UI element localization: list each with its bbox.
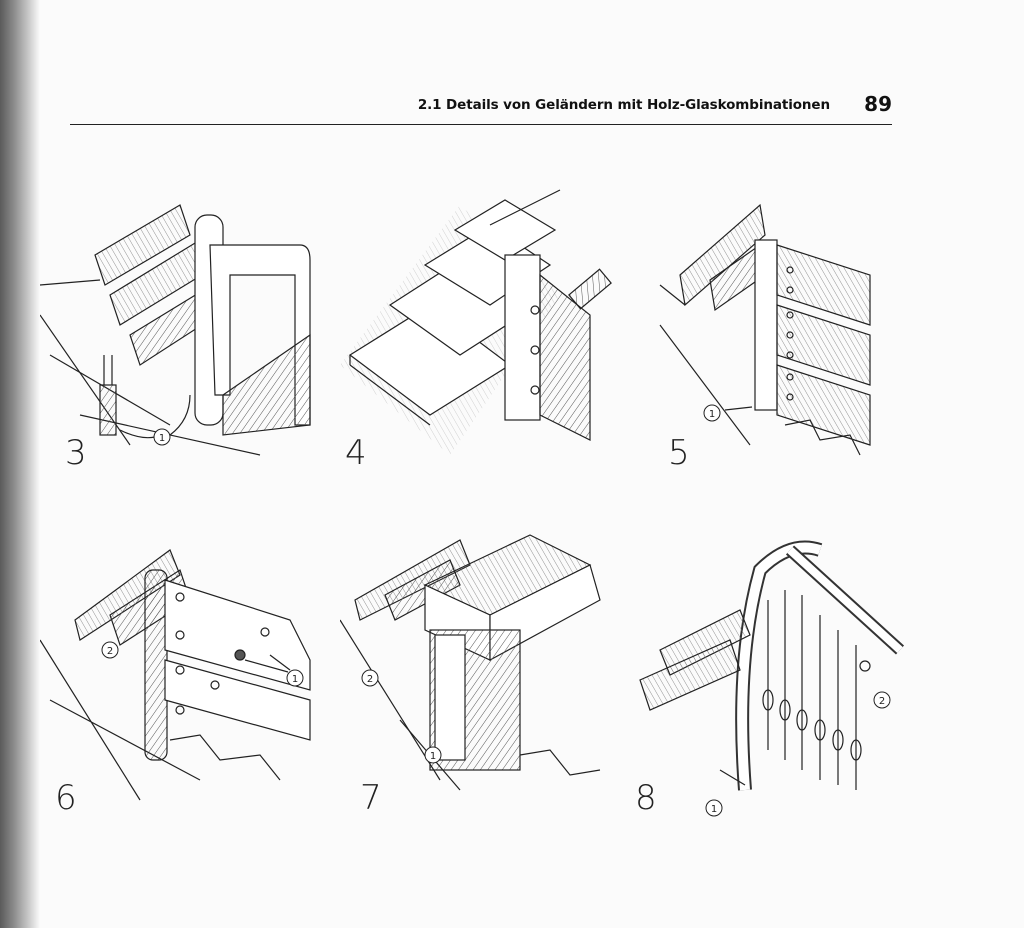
svg-text:1: 1 <box>292 674 298 685</box>
callout-1: 1 <box>286 669 304 687</box>
page-number: 89 <box>864 92 892 116</box>
callout-1: 1 <box>424 746 442 764</box>
stair-drawing-6: 2 1 <box>40 549 311 801</box>
svg-text:1: 1 <box>709 409 715 420</box>
callout-2: 2 <box>873 691 891 709</box>
callout-1: 1 <box>153 428 171 446</box>
section-title: 2.1 Details von Geländern mit Holz-Glask… <box>417 97 830 113</box>
figure-5: 1 5 <box>640 185 940 485</box>
figure-number: 4 <box>345 433 367 473</box>
stair-drawing-5: 1 <box>659 203 871 456</box>
figure-8: 2 1 8 <box>620 520 920 820</box>
stair-drawing-3: 1 <box>40 204 311 456</box>
svg-text:2: 2 <box>107 646 113 657</box>
figure-number: 5 <box>668 433 690 473</box>
figure-number: 3 <box>65 433 87 473</box>
svg-text:2: 2 <box>367 674 373 685</box>
svg-text:1: 1 <box>711 804 717 815</box>
stair-drawing-8: 2 1 <box>639 540 905 817</box>
book-spine-shadow <box>0 0 40 928</box>
figure-6: 2 1 6 <box>40 520 340 820</box>
figure-number: 8 <box>635 778 657 818</box>
figure-3: 1 3 <box>40 185 340 485</box>
callout-2: 2 <box>101 641 119 659</box>
figure-number: 6 <box>55 778 77 818</box>
callout-1: 1 <box>705 799 723 817</box>
svg-text:1: 1 <box>159 433 165 444</box>
svg-text:1: 1 <box>430 751 436 762</box>
callout-1: 1 <box>703 404 721 422</box>
figure-number: 7 <box>360 778 382 818</box>
figure-7: 2 1 7 <box>340 520 640 820</box>
figure-4: 4 <box>330 185 630 485</box>
stair-drawing-7: 2 1 <box>340 534 601 791</box>
stair-drawing-4 <box>340 189 612 455</box>
callout-2: 2 <box>361 669 379 687</box>
svg-text:2: 2 <box>879 696 885 707</box>
page-header: 2.1 Details von Geländern mit Holz-Glask… <box>70 92 892 125</box>
